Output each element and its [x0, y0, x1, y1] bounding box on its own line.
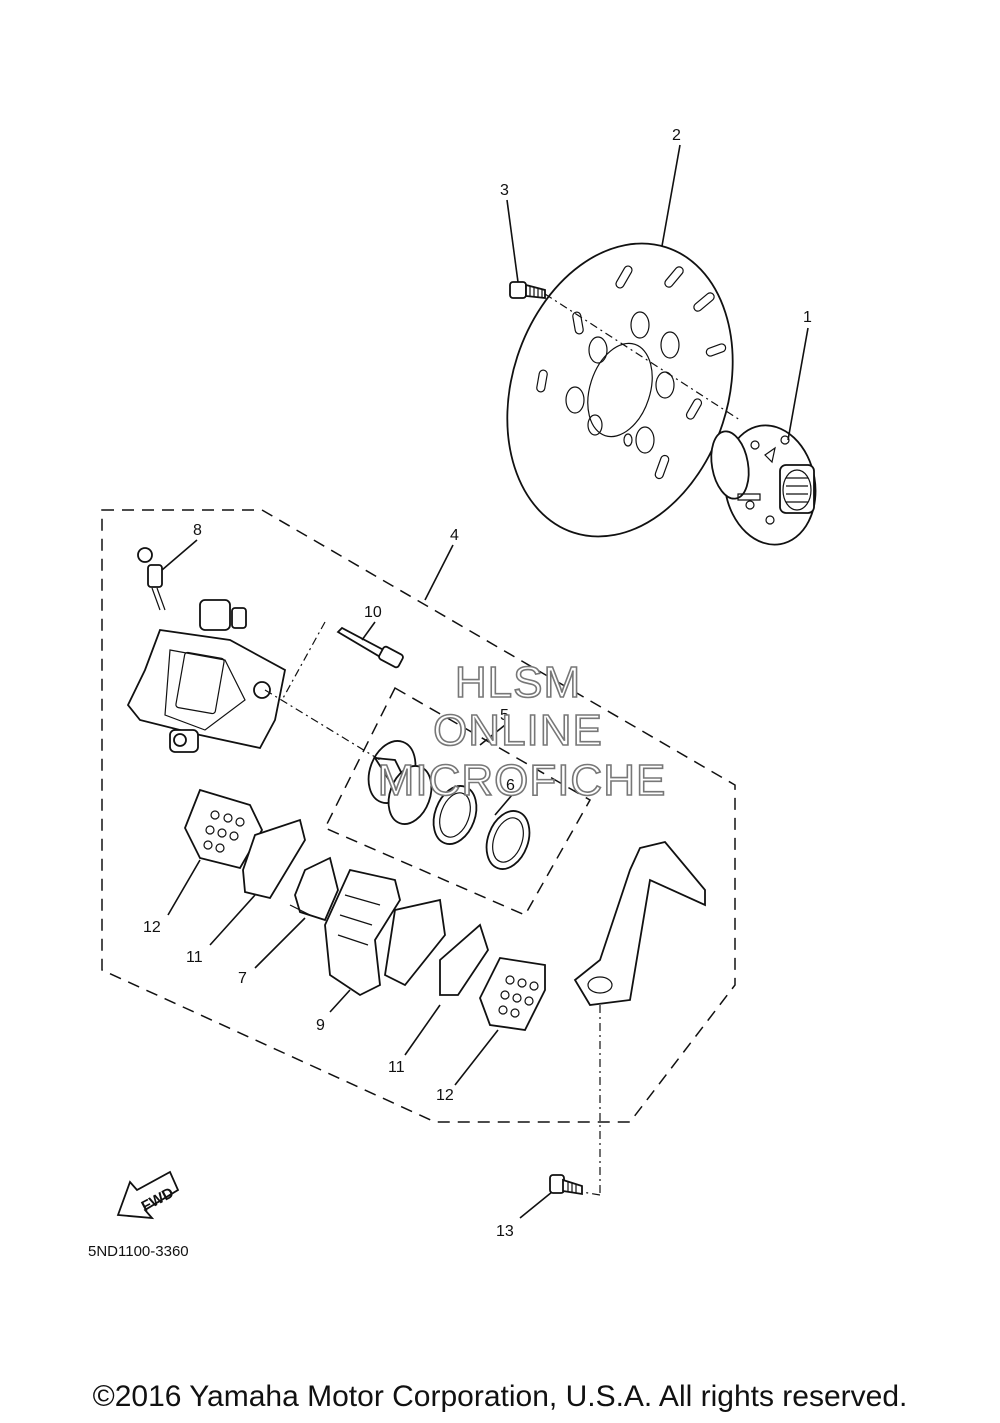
pad-support [324, 868, 401, 997]
piston [367, 740, 433, 825]
watermark-line-3: MICROFICHE [378, 756, 667, 805]
piston-seals [432, 785, 531, 870]
callout-labels: 2 3 1 4 8 10 5 6 12 11 7 9 11 12 13 [143, 127, 812, 1240]
brake-disc [506, 242, 734, 538]
callout-4: 4 [450, 527, 459, 544]
watermark-line-1: HLSM [455, 658, 581, 707]
piston-axis [264, 689, 381, 761]
forward-arrow-icon: FWD [116, 1170, 180, 1220]
pad-spring [289, 856, 339, 922]
callout-3: 3 [500, 182, 509, 199]
leader-lines [161, 144, 809, 1219]
pad-shim-right [479, 957, 546, 1031]
brake-pad-right [439, 923, 489, 996]
callout-12-left: 12 [143, 919, 161, 936]
callout-6: 6 [506, 777, 515, 794]
callout-11-left: 11 [186, 949, 203, 966]
slide-pin [281, 621, 404, 701]
callout-10: 10 [364, 604, 382, 621]
pad-retainer [384, 898, 446, 987]
callout-9: 9 [316, 1017, 325, 1034]
callout-8: 8 [193, 522, 202, 539]
seal-kit-outline [323, 686, 592, 916]
wheel-hub [710, 424, 817, 546]
bleed-screw [137, 547, 166, 611]
diagram-code: 5ND1100-3360 [88, 1243, 189, 1260]
pad-shim-left [184, 788, 264, 870]
callout-11-right: 11 [388, 1059, 405, 1076]
caliper-assembly-outline [101, 509, 736, 1123]
caliper-bracket [573, 840, 706, 1006]
callout-7: 7 [238, 970, 247, 987]
callout-13: 13 [496, 1223, 514, 1240]
copyright-notice: ©2016 Yamaha Motor Corporation, U.S.A. A… [92, 1380, 908, 1413]
brake-pad-left [242, 818, 306, 900]
bracket-bolt [549, 1005, 601, 1196]
callout-1: 1 [803, 309, 812, 326]
watermark: HLSM ONLINE MICROFICHE [377, 657, 667, 806]
watermark-line-2: ONLINE [433, 706, 603, 755]
callout-12-right: 12 [436, 1087, 454, 1104]
caliper-body [126, 599, 287, 753]
callout-5: 5 [500, 707, 509, 724]
callout-2: 2 [672, 127, 681, 144]
